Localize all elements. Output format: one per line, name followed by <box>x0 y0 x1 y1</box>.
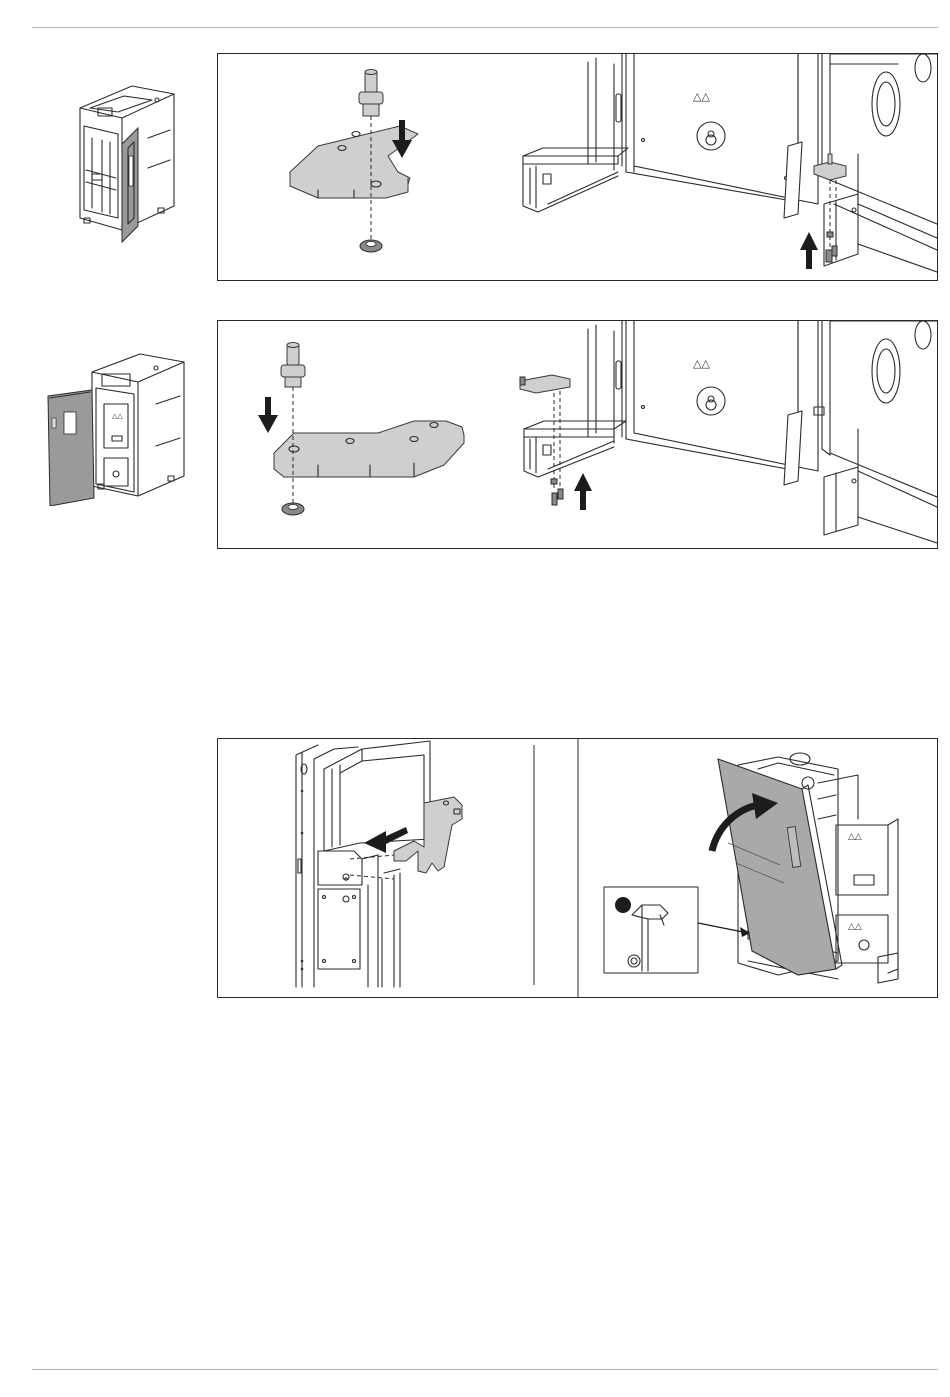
hinge-bolt <box>281 343 305 388</box>
arrow-up <box>800 232 818 269</box>
slide-bracket-onto-frame <box>296 741 534 987</box>
panel-remove-hinge-bracket-right: △△ <box>217 53 938 281</box>
svg-text:△△: △△ <box>693 90 710 103</box>
detail-marker <box>615 897 631 913</box>
boiler-frame-drawing: △△ <box>523 54 937 280</box>
thumbnail-boiler-door-open-left: △△ <box>44 346 194 506</box>
panel-step-3: △△ △△ <box>217 738 938 998</box>
hinge-nut <box>360 240 382 252</box>
arrow-up <box>574 473 592 510</box>
attach-door: △△ △△ <box>604 753 898 983</box>
hinge-nut <box>282 503 304 515</box>
footer-rule <box>32 1369 938 1370</box>
svg-text:△△: △△ <box>848 832 862 842</box>
svg-text:△△: △△ <box>112 412 123 420</box>
hinge-plate <box>290 126 418 198</box>
hinge-bolt <box>359 70 383 117</box>
arrow-down <box>258 397 278 433</box>
boiler-frame-drawing: △△ <box>520 321 937 548</box>
svg-text:△△: △△ <box>693 357 710 370</box>
hinge-plate <box>274 421 464 477</box>
svg-text:△△: △△ <box>848 922 862 932</box>
header-rule <box>32 27 938 28</box>
panel-mount-hinge-bracket-left: △△ <box>217 320 938 549</box>
hinge-detail-callout <box>604 887 750 973</box>
thumbnail-boiler-door-open-right <box>62 78 192 248</box>
